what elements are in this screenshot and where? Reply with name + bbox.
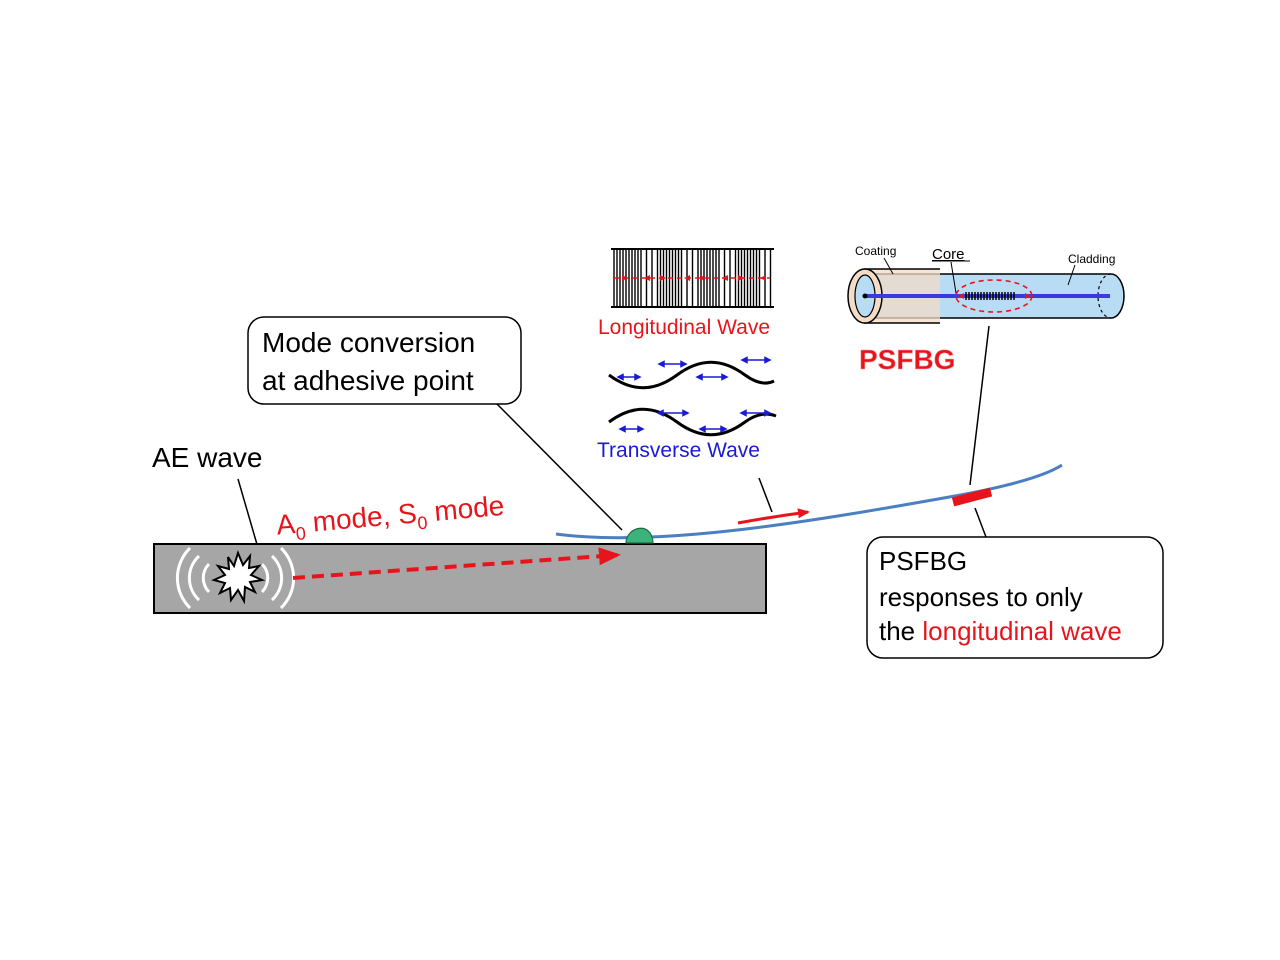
psfbg-title: PSFBG (859, 344, 955, 375)
cladding-label: Cladding (1068, 252, 1115, 266)
mode-conversion-line2: at adhesive point (262, 365, 474, 396)
response-leader (974, 507, 987, 538)
mode-a-subscript: 0 (295, 523, 307, 544)
mode-conversion-line1: Mode conversion (262, 327, 475, 358)
transverse-wave-arrows (616, 356, 772, 433)
svg-text:the longitudinal wave: the longitudinal wave (879, 616, 1122, 646)
response-line1: PSFBG (879, 546, 967, 576)
psfbg-leader (969, 325, 990, 486)
svg-text:A0 mode, S0 mode: A0 mode, S0 mode (275, 490, 506, 546)
mode-end-text: mode (425, 490, 505, 528)
longitudinal-wave-label: Longitudinal Wave (598, 316, 770, 339)
psfbg-segment (951, 487, 993, 507)
longitudinal-wave-diagram (611, 248, 774, 308)
mode-conversion-callout: Mode conversion at adhesive point (247, 316, 623, 531)
response-line2: responses to only (879, 582, 1083, 612)
adhesive-point (625, 527, 654, 544)
ae-wave-label: AE wave (152, 442, 263, 473)
mode-mid-text: mode, S (304, 497, 418, 538)
mode-conversion-box (247, 316, 522, 405)
explosion-icon (211, 550, 266, 605)
core-label: Core (932, 246, 965, 263)
mode-a-letter: A (275, 508, 297, 541)
response-line3-prefix: the (879, 616, 922, 646)
coating-label: Coating (855, 244, 896, 258)
transverse-wave-diagram (608, 360, 777, 437)
mode-conversion-leader (496, 403, 623, 531)
optical-fiber (555, 463, 1063, 540)
response-box (866, 536, 1164, 659)
fiber-wave-arrow (737, 508, 810, 525)
mode-label: A0 mode, S0 mode (275, 490, 506, 546)
fiber-structure-diagram (847, 257, 1125, 324)
response-line3-highlight: longitudinal wave (922, 616, 1121, 646)
mode-s-subscript: 0 (417, 513, 429, 534)
propagation-arrow (292, 547, 621, 580)
transverse-leader (758, 477, 773, 513)
transverse-wave-label: Transverse Wave (597, 439, 760, 462)
